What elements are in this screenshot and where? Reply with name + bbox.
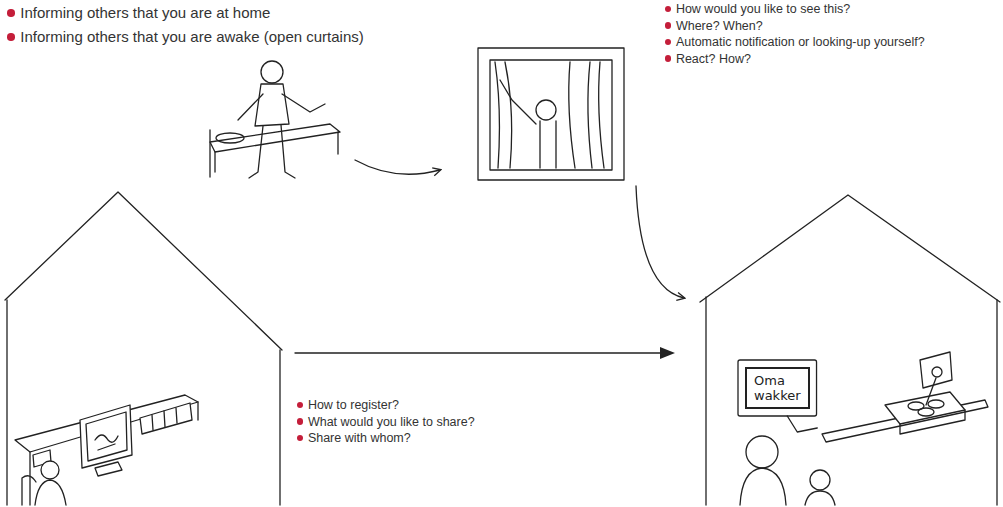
- house-wall: [996, 300, 997, 505]
- bullet-item: Where? When?: [664, 18, 763, 34]
- house-wall: [279, 350, 280, 505]
- present-box: [885, 392, 965, 424]
- person-body: [805, 491, 835, 505]
- arrow-head: [660, 347, 675, 359]
- person-body: [35, 480, 66, 505]
- person-body: [255, 84, 289, 126]
- pillow: [216, 133, 244, 143]
- bullet-text: Where? When?: [676, 19, 763, 33]
- bullet-item: Automatic notification or looking-up you…: [664, 34, 925, 50]
- person-legs: [249, 125, 295, 178]
- bullet-text: Informing others that you are at home: [20, 4, 270, 21]
- person-body: [500, 80, 556, 168]
- bullet-dot: [297, 402, 303, 408]
- bullet-item: Informing others that you are awake (ope…: [6, 27, 364, 47]
- bullet-text: What would you like to share?: [308, 415, 475, 429]
- person-head: [746, 436, 778, 468]
- house-wall: [705, 297, 706, 505]
- bed-legs: [215, 132, 338, 172]
- bullet-item: What would you like to share?: [296, 414, 475, 430]
- person-head: [536, 100, 556, 120]
- bullet-dot: [665, 6, 671, 12]
- bullet-dot: [297, 435, 303, 441]
- house-roof: [700, 195, 1000, 302]
- bullet-text: Automatic notification or looking-up you…: [676, 35, 925, 49]
- screen-box: Oma wakker: [745, 367, 810, 409]
- person-head: [261, 61, 283, 83]
- bullet-text: Share with whom?: [308, 431, 411, 445]
- keyboard-keys: [152, 408, 177, 430]
- flower-petal: [928, 400, 944, 408]
- person-arms: [238, 94, 325, 120]
- window-inner: [490, 60, 612, 170]
- person-body: [740, 468, 786, 505]
- chair: [22, 476, 36, 505]
- bullet-item: Share with whom?: [296, 430, 411, 446]
- bullet-dot: [7, 33, 15, 41]
- keyboard: [140, 403, 192, 434]
- bullet-dot: [297, 418, 303, 424]
- sequence-arrow: [355, 160, 440, 174]
- monitor-screen: [86, 412, 127, 461]
- frame-stand: [787, 416, 817, 432]
- person-head: [810, 470, 830, 490]
- bullet-text: Informing others that you are awake (ope…: [20, 28, 364, 45]
- bullet-item: React? How?: [664, 51, 751, 67]
- photo-frame: [738, 360, 817, 416]
- bullet-dot: [7, 9, 15, 17]
- person-head: [41, 461, 59, 479]
- bullet-dot: [665, 22, 671, 28]
- bullet-dot: [665, 39, 671, 45]
- bullet-text: React? How?: [676, 52, 751, 66]
- screen-text: Oma wakker: [754, 373, 801, 403]
- bullet-text: How would you like to see this?: [676, 2, 850, 16]
- bed-headboard: [209, 130, 210, 177]
- photo-card: [920, 352, 952, 388]
- flower-head: [932, 367, 942, 377]
- desk-edge: [30, 402, 198, 505]
- house-wall: [6, 300, 7, 505]
- bullet-dot: [665, 55, 671, 61]
- bullet-text: How to register?: [308, 398, 399, 412]
- window-frame: [478, 48, 624, 180]
- flower-petal: [918, 408, 934, 416]
- bullet-item: How to register?: [296, 397, 399, 413]
- bed: [210, 124, 340, 152]
- screen-scribble: [95, 435, 118, 450]
- flow-arrow: [295, 352, 664, 353]
- house-roof: [5, 192, 282, 350]
- curtain: [569, 62, 604, 168]
- monitor-base: [95, 462, 122, 476]
- curtain: [495, 62, 512, 168]
- bullet-item: How would you like to see this?: [664, 1, 850, 17]
- computer-monitor: [80, 405, 132, 468]
- sequence-arrow: [636, 186, 684, 298]
- bullet-item: Informing others that you are at home: [6, 3, 270, 23]
